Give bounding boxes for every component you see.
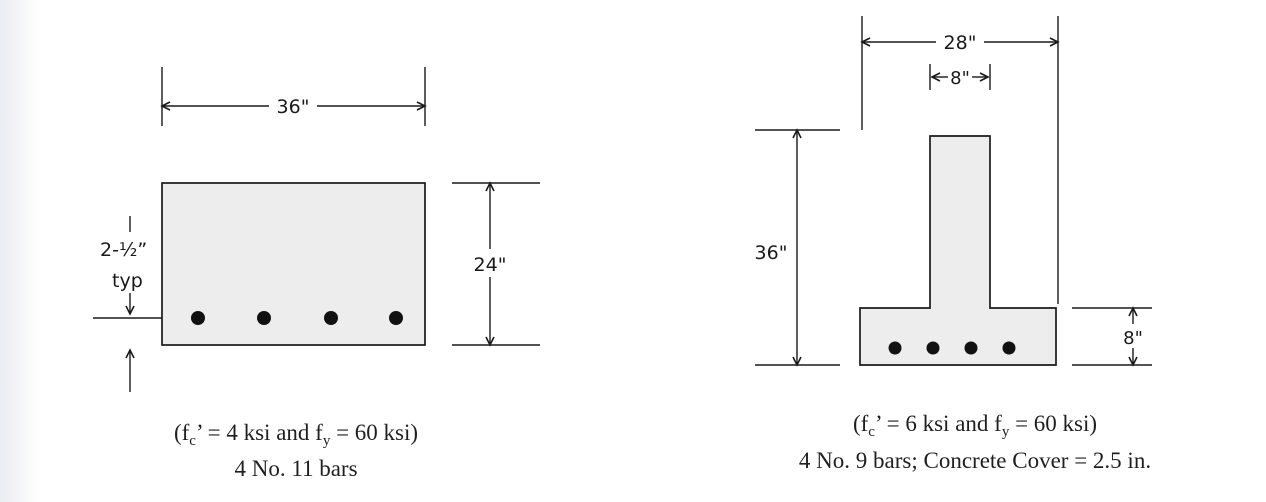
- left-caption: (fc’ = 4 ksi and fy = 60 ksi) 4 No. 11 b…: [174, 420, 418, 481]
- right-caption-sub-c: c: [868, 424, 875, 440]
- right-height-label: 36": [755, 242, 788, 264]
- left-caption-part3: = 60 ksi): [330, 420, 418, 445]
- right-stem-width-label: 8": [950, 68, 970, 89]
- left-caption-line2: 4 No. 11 bars: [234, 456, 357, 481]
- left-cover-label: 2-½”: [100, 239, 147, 261]
- right-beam-figure: 28" 8" 36": [755, 16, 1152, 473]
- rebar-dot: [324, 311, 338, 325]
- right-height-dimension: 36": [755, 128, 840, 367]
- left-height-dimension: 24": [452, 181, 540, 347]
- rebar-dot: [1002, 341, 1016, 355]
- left-caption-sub-c: c: [189, 433, 196, 449]
- left-beam-outline: [161, 182, 426, 346]
- left-caption-part2: ’ = 4 ksi and f: [196, 420, 323, 445]
- right-flange-width-label: 28": [944, 32, 977, 54]
- right-flange-width-dimension: 28": [860, 16, 1060, 304]
- left-caption-sub-y: y: [323, 433, 331, 449]
- right-caption-part2: ’ = 6 ksi and f: [875, 411, 1002, 436]
- right-flange-depth-dimension: 8": [1072, 306, 1152, 367]
- right-caption-line2: 4 No. 9 bars; Concrete Cover = 2.5 in.: [799, 448, 1151, 473]
- left-beam-figure: 36" 24" 2-½” typ (fc’ = 4 ksi: [93, 67, 540, 481]
- rebar-dot: [191, 311, 205, 325]
- left-cover-annotation: 2-½” typ: [93, 216, 162, 392]
- right-stem-width-dimension: 8": [929, 64, 991, 90]
- left-width-dimension: 36": [160, 67, 427, 126]
- rebar-dot: [389, 311, 403, 325]
- left-rebar-group: [191, 311, 403, 325]
- left-width-label: 36": [277, 96, 310, 118]
- rebar-dot: [257, 311, 271, 325]
- right-beam-outline: [859, 135, 1057, 366]
- right-flange-depth-label: 8": [1123, 328, 1143, 349]
- rebar-dot: [926, 341, 940, 355]
- left-caption-part1: (f: [174, 420, 190, 445]
- left-height-label: 24": [474, 254, 507, 276]
- right-caption-part3: = 60 ksi): [1009, 411, 1097, 436]
- right-caption: (fc’ = 6 ksi and fy = 60 ksi) 4 No. 9 ba…: [799, 411, 1151, 473]
- rebar-dot: [888, 341, 902, 355]
- right-caption-line1: (fc’ = 6 ksi and fy = 60 ksi): [853, 411, 1097, 440]
- right-rebar-group: [888, 341, 1016, 355]
- left-cover-typ-label: typ: [112, 270, 143, 292]
- right-caption-part1: (f: [853, 411, 869, 436]
- right-caption-sub-y: y: [1002, 424, 1010, 440]
- rebar-dot: [964, 341, 978, 355]
- left-caption-line1: (fc’ = 4 ksi and fy = 60 ksi): [174, 420, 418, 449]
